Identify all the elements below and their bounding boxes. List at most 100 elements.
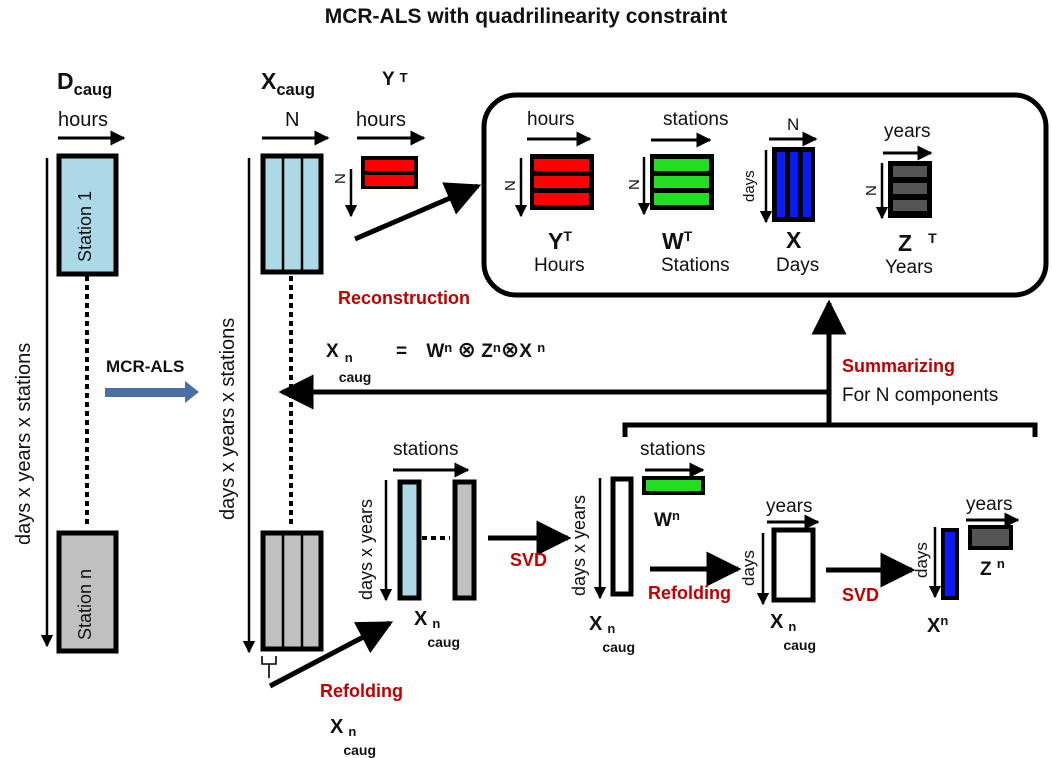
station-n-block — [56, 530, 119, 654]
left-hours-label: hours — [58, 109, 109, 131]
eq-x-sup: n — [537, 340, 546, 355]
column-bracket — [261, 656, 277, 678]
box-zt-side-label: N — [863, 185, 880, 196]
refold-x-sup: n — [348, 724, 357, 739]
xn-symbol: X — [927, 615, 941, 637]
reconstruction-arrow — [354, 182, 482, 242]
station-1-label: Station 1 — [75, 190, 95, 262]
box-yt-matrix — [530, 154, 594, 210]
eq-lhs-sup: n — [344, 350, 353, 365]
zn-sup: n — [996, 556, 1005, 571]
eq-w-sup: n — [444, 340, 453, 355]
yt-sup: T — [399, 70, 408, 85]
dcaug-label: Dcaug — [57, 70, 112, 98]
xcaug-bottom-block — [260, 530, 324, 652]
box-zt-top-label: years — [884, 121, 931, 142]
middle-side-label: days x years x stations — [217, 317, 239, 520]
box-zt-sup: T — [928, 230, 937, 246]
summary-box — [481, 92, 1049, 298]
diagram-title: MCR-ALS with quadrilinearity constraint — [324, 5, 728, 28]
refold-x-sub: caug — [343, 742, 377, 758]
svd-label-1: SVD — [510, 550, 548, 570]
xn-label: Xn — [927, 614, 948, 636]
refold2-x-symbol: X — [770, 611, 784, 633]
summarizing-sub-label: For N components — [842, 385, 999, 406]
wn-vector — [642, 476, 705, 495]
svd-side-label: days x years — [569, 494, 589, 596]
wn-sup: n — [671, 508, 680, 523]
box-wt-sup: T — [683, 228, 693, 244]
box-x-matrix — [772, 147, 815, 222]
yt-n-label: N — [332, 173, 349, 184]
refold-x-symbol: X — [330, 716, 344, 738]
eq-w: W — [426, 341, 445, 362]
box-wt-letter: W — [662, 228, 684, 254]
box-zt-name: Years — [885, 257, 933, 278]
box-x-top-label: N — [787, 115, 800, 134]
summarizing-bracket — [622, 422, 1038, 437]
zn-symbol: Z — [980, 559, 992, 580]
box-wt-top-label: stations — [663, 109, 729, 130]
refold2-x-sub: caug — [783, 637, 817, 653]
refold2-x-sup: n — [788, 619, 797, 634]
svd-x-symbol: X — [589, 613, 603, 635]
xcaug-label: Xcaug — [261, 70, 315, 98]
refolding-label-1: Refolding — [320, 681, 403, 701]
box-wt-side-label: N — [626, 179, 643, 190]
xn-days-label: days — [912, 542, 931, 578]
yt-small-block — [361, 156, 418, 189]
xcaug-symbol: X — [261, 68, 277, 94]
yt-label: Y T — [382, 70, 408, 89]
eq-lhs-sub: caug — [338, 369, 372, 385]
kronecker-icon: ⊗ — [457, 337, 476, 362]
box-wt-symbol: WT — [662, 229, 692, 253]
box-wt-matrix — [650, 154, 714, 210]
refold2-days-label: days — [739, 550, 758, 586]
unfold-x-sup: n — [432, 616, 441, 631]
eq-z-sup: n — [492, 340, 501, 355]
box-yt-letter: Y — [548, 228, 564, 254]
zn-vector — [968, 525, 1013, 550]
zn-label: Z n — [980, 557, 1005, 579]
wn-symbol: W — [654, 510, 672, 531]
xcaug-top-block — [260, 153, 324, 275]
refold2-years-label: years — [766, 496, 813, 517]
zn-years-label: years — [966, 494, 1013, 515]
wn-stations-label: stations — [640, 439, 706, 460]
unfold-stations-label: stations — [393, 439, 459, 460]
station-1-block — [56, 153, 119, 277]
eq-x: X — [519, 341, 532, 362]
station-n-label: Station n — [75, 568, 95, 640]
xn-sup: n — [940, 613, 949, 628]
svd-x-sup: n — [607, 621, 616, 636]
left-side-label: days x years x stations — [13, 342, 35, 545]
refolding-arrow-1 — [268, 620, 394, 689]
unfold-last-column — [452, 479, 477, 601]
refold2-matrix — [771, 527, 816, 603]
kronecker-icon: ⊗ — [500, 337, 520, 362]
box-yt-side-label: N — [502, 180, 519, 191]
refolding-label-2: Refolding — [648, 583, 731, 603]
unfold-first-column — [397, 479, 422, 601]
yt-symbol: Y — [382, 69, 395, 90]
summarizing-label: Summarizing — [842, 356, 956, 376]
dcaug-sub: caug — [73, 79, 113, 99]
wn-label: Wn — [654, 509, 680, 530]
unfold-x-symbol: X — [414, 608, 428, 630]
mcr-als-arrow — [105, 381, 199, 403]
unfold-side-label: days x years — [356, 498, 376, 600]
box-x-symbol: X — [786, 227, 802, 253]
middle-n-label: N — [285, 109, 300, 131]
box-yt-top-label: hours — [527, 109, 575, 130]
box-yt-symbol: YT — [548, 229, 572, 253]
dcaug-symbol: D — [57, 68, 74, 94]
box-x-side-label: days — [741, 170, 758, 202]
unfold-x-sub: caug — [427, 634, 461, 650]
box-yt-name: Hours — [534, 255, 585, 276]
